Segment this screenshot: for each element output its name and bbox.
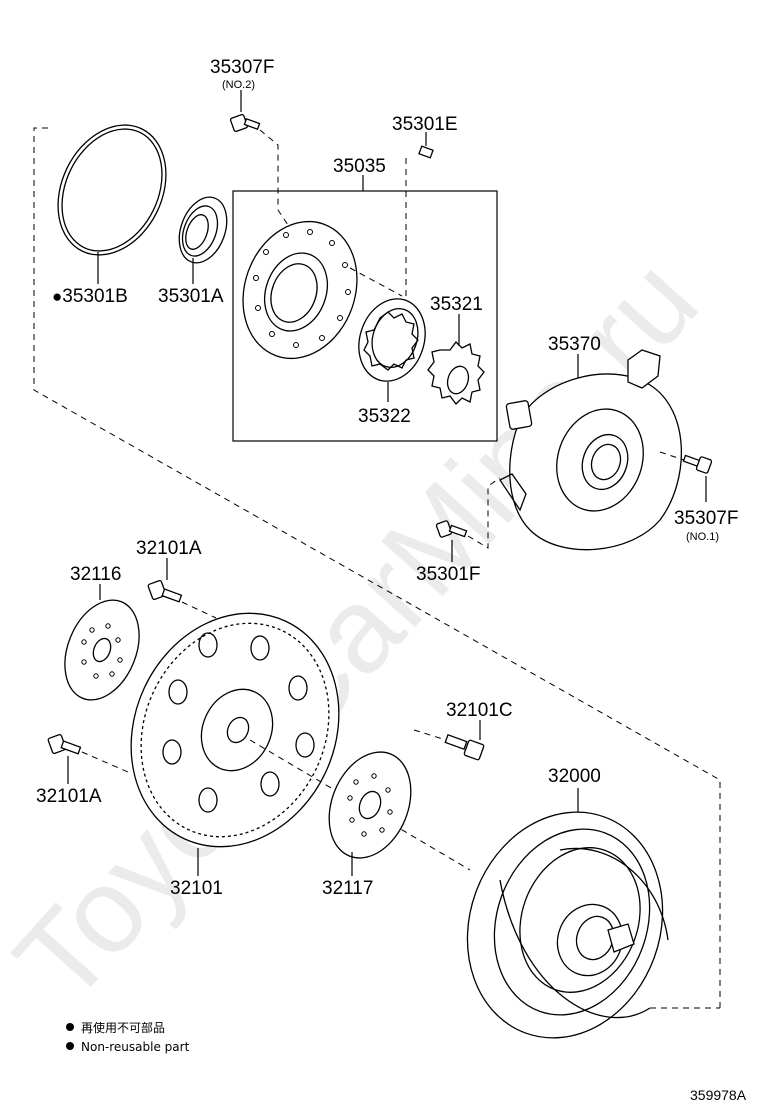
label-35301F: 35301F — [416, 564, 480, 585]
label-35301A: 35301A — [158, 286, 224, 307]
pump-housing-35370 — [499, 349, 683, 551]
label-35370: 35370 — [548, 334, 601, 355]
bolt-axis-35301F — [467, 477, 501, 549]
spacer-32117 — [328, 751, 412, 859]
bolt-32101C — [444, 733, 485, 761]
bolt-32101A-left — [47, 734, 82, 755]
pump-body-plate — [242, 220, 358, 360]
o-ring-35301B — [57, 124, 167, 256]
legend: 再使用不可部品 Non-reusable part — [66, 1020, 190, 1054]
torque-converter-32000 — [466, 811, 669, 1039]
drive-plate-axis — [249, 739, 471, 871]
label-35307F-top: 35307F — [210, 57, 274, 78]
label-32000: 32000 — [548, 766, 601, 787]
bolt-axis-32101C — [413, 729, 447, 741]
bolt-35301F — [435, 520, 468, 538]
bolt-axis-35307F-right — [659, 451, 685, 461]
label-32117: 32117 — [322, 878, 373, 899]
bolt-32101A-top — [147, 580, 183, 603]
bolt-axis-32101A-left — [81, 751, 129, 773]
oil-seal-35301A — [178, 196, 228, 264]
label-32101A-top: 32101A — [136, 538, 202, 559]
legend-cn: 再使用不可部品 — [81, 1020, 165, 1035]
assembly-outline-left — [33, 127, 721, 1008]
label-32101A-left: 32101A — [36, 786, 102, 807]
label-35321: 35321 — [430, 294, 483, 315]
bolt-35307F-no2 — [229, 113, 261, 133]
legend-bullet-en — [66, 1042, 74, 1050]
legend-en: Non-reusable part — [81, 1040, 190, 1054]
bolt-axis-35307F-top — [259, 129, 291, 229]
note-35307F-right: (NO.1) — [686, 531, 719, 543]
note-35307F-top: (NO.2) — [222, 79, 255, 91]
label-35307F-right: 35307F — [674, 508, 738, 529]
label-35035: 35035 — [333, 156, 386, 177]
driven-gear-35322 — [358, 298, 426, 382]
label-35322: 35322 — [358, 406, 411, 427]
bolt-axis-32101A-top — [181, 601, 217, 619]
drive-plate-32101 — [130, 612, 340, 848]
label-35301B: ●35301B — [52, 286, 128, 307]
pin-35301E — [418, 145, 434, 159]
label-35301E: 35301E — [392, 114, 458, 135]
pump-axis — [349, 267, 403, 297]
label-32116: 32116 — [70, 564, 121, 585]
plate-32116 — [64, 599, 140, 701]
oil-pump-group-box — [232, 190, 498, 442]
bolt-35307F-no1 — [682, 454, 713, 474]
reference-number: 359978A — [690, 1087, 747, 1103]
drive-gear-35321 — [427, 341, 485, 405]
label-32101: 32101 — [170, 878, 223, 899]
label-32101C: 32101C — [446, 700, 513, 721]
legend-bullet-cn — [66, 1023, 74, 1031]
